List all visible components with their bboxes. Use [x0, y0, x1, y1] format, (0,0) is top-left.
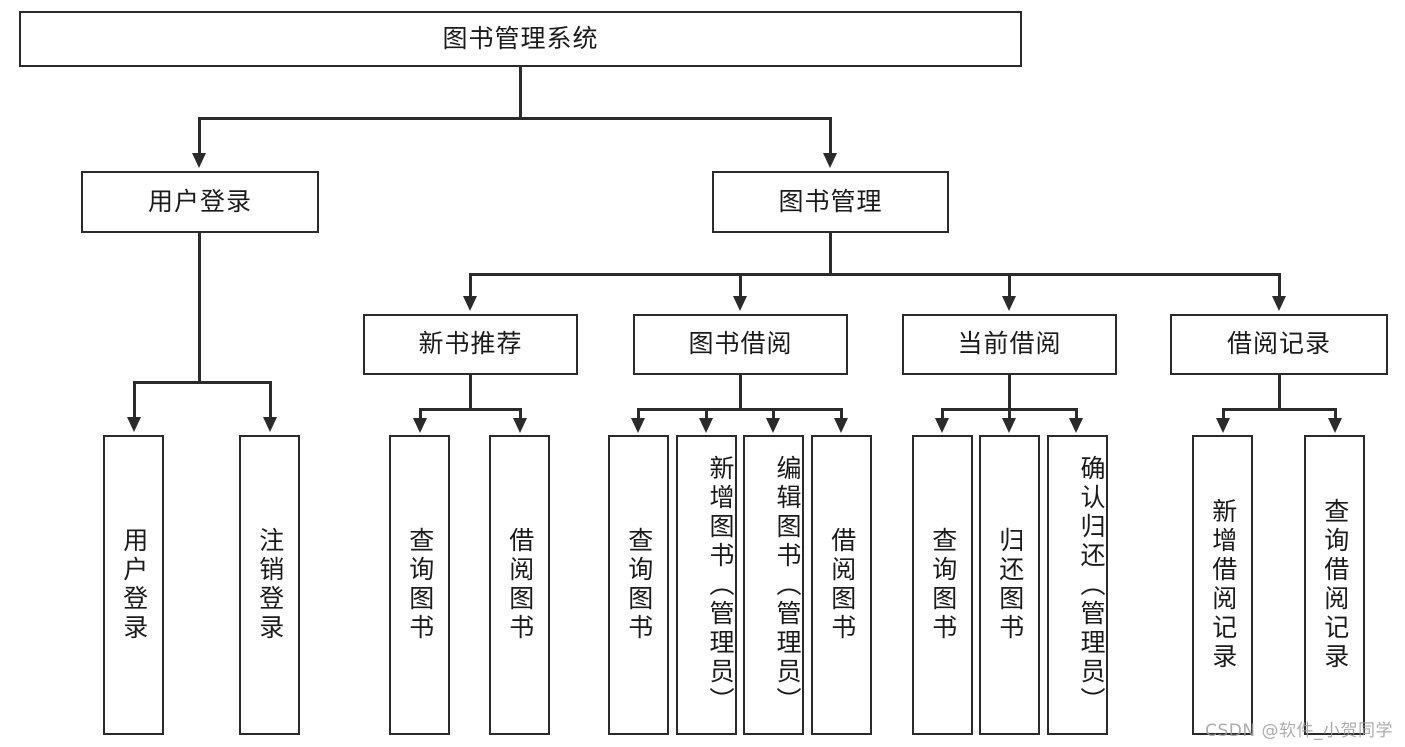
leaf-current-borrow-query[interactable]: 查询图书 [912, 435, 973, 735]
arrow-to-new-book [463, 296, 477, 311]
arrow-new-book-leaf-2 [513, 418, 527, 433]
arrow-book-borrow-leaf-2 [699, 418, 713, 433]
node-label: 编辑图书（管理员） [773, 454, 802, 716]
arrow-current-borrow-leaf-2 [1002, 418, 1016, 433]
node-label: 用户登录 [147, 186, 252, 216]
edge-book-borrow-bus [637, 408, 842, 411]
node-label: 归还图书 [995, 527, 1025, 643]
edge-book-manage-bus [469, 273, 1281, 276]
leaf-book-borrow-lend[interactable]: 借阅图书 [811, 435, 872, 735]
node-label: 注销登录 [255, 527, 285, 643]
leaf-book-borrow-edit[interactable]: 编辑图书（管理员） [743, 435, 804, 735]
leaf-book-borrow-query[interactable]: 查询图书 [608, 435, 669, 735]
node-borrow-record[interactable]: 借阅记录 [1170, 314, 1388, 375]
node-label: 借阅图书 [827, 527, 857, 643]
edge-root-bus [198, 117, 832, 120]
node-book-borrow[interactable]: 图书借阅 [633, 314, 848, 375]
watermark-text: CSDN @软件_小贺同学 [1205, 721, 1393, 741]
edge-book-borrow-drop-4 [840, 408, 843, 420]
edge-root-stem [519, 67, 522, 119]
edge-borrow-record-drop-1 [1222, 408, 1225, 420]
arrow-current-borrow-leaf-3 [1069, 418, 1083, 433]
node-label: 查询借阅记录 [1320, 498, 1350, 672]
node-current-borrow[interactable]: 当前借阅 [902, 314, 1117, 375]
edge-user-login-stem [198, 233, 201, 383]
edge-current-borrow-drop-1 [941, 408, 944, 420]
arrow-to-current-borrow [1002, 296, 1016, 311]
leaf-user-login-signin[interactable]: 用户登录 [103, 435, 164, 735]
arrow-current-borrow-leaf-1 [935, 418, 949, 433]
node-label: 借阅记录 [1226, 329, 1331, 359]
edge-drop-book-borrow [739, 273, 742, 298]
leaf-current-borrow-confirm[interactable]: 确认归还（管理员） [1047, 435, 1108, 735]
edge-borrow-record-stem [1278, 375, 1281, 410]
arrow-new-book-leaf-1 [413, 418, 427, 433]
leaf-user-login-signout[interactable]: 注销登录 [239, 435, 300, 735]
arrow-to-book-manage [823, 153, 837, 168]
arrow-to-borrow-record [1272, 296, 1286, 311]
edge-drop-current-borrow [1008, 273, 1011, 298]
node-user-login[interactable]: 用户登录 [81, 171, 319, 233]
leaf-borrow-record-query[interactable]: 查询借阅记录 [1304, 435, 1365, 735]
node-label: 图书管理系统 [442, 23, 599, 53]
leaf-borrow-record-add[interactable]: 新增借阅记录 [1192, 435, 1253, 735]
node-label: 图书管理 [778, 186, 883, 216]
node-label: 查询图书 [405, 527, 435, 643]
arrow-to-user-login [192, 153, 206, 168]
arrow-to-book-borrow [733, 296, 747, 311]
arrow-book-borrow-leaf-4 [834, 418, 848, 433]
node-book-management[interactable]: 图书管理 [712, 171, 949, 233]
node-label: 查询图书 [928, 527, 958, 643]
leaf-book-borrow-add[interactable]: 新增图书（管理员） [676, 435, 737, 735]
edge-new-book-bus [419, 408, 521, 411]
node-label: 图书借阅 [688, 329, 793, 359]
arrow-user-login-leaf-2 [263, 417, 277, 432]
arrow-user-login-leaf-1 [127, 417, 141, 432]
arrow-borrow-record-leaf-2 [1328, 418, 1342, 433]
leaf-current-borrow-return[interactable]: 归还图书 [979, 435, 1040, 735]
edge-drop-borrow-record [1278, 273, 1281, 298]
node-label: 用户登录 [119, 527, 149, 643]
node-label: 新增借阅记录 [1208, 498, 1238, 672]
edge-current-borrow-drop-2 [1008, 408, 1011, 420]
node-label: 新书推荐 [418, 329, 523, 359]
edge-user-login-drop-1 [133, 381, 136, 419]
leaf-new-book-borrow[interactable]: 借阅图书 [489, 435, 550, 735]
edge-new-book-drop-2 [519, 408, 522, 420]
edge-drop-new-book [469, 273, 472, 298]
edge-user-login-drop-2 [269, 381, 272, 419]
edge-book-borrow-drop-3 [772, 408, 775, 420]
edge-user-login-bus [133, 381, 271, 384]
edge-borrow-record-bus [1222, 408, 1336, 411]
edge-to-user-login [198, 117, 201, 155]
edge-book-borrow-drop-2 [705, 408, 708, 420]
edge-new-book-drop-1 [419, 408, 422, 420]
arrow-borrow-record-leaf-1 [1216, 418, 1230, 433]
arrow-book-borrow-leaf-3 [766, 418, 780, 433]
node-new-book-recommend[interactable]: 新书推荐 [363, 314, 578, 375]
edge-to-book-manage [829, 117, 832, 155]
node-root-system[interactable]: 图书管理系统 [19, 11, 1022, 67]
edge-current-borrow-drop-3 [1075, 408, 1078, 420]
edge-current-borrow-stem [1008, 375, 1011, 410]
edge-borrow-record-drop-2 [1334, 408, 1337, 420]
edge-book-borrow-drop-1 [637, 408, 640, 420]
arrow-book-borrow-leaf-1 [631, 418, 645, 433]
node-label: 借阅图书 [505, 527, 535, 643]
node-label: 确认归还（管理员） [1077, 454, 1106, 716]
node-label: 当前借阅 [957, 329, 1062, 359]
edge-book-manage-stem [829, 233, 832, 275]
node-label: 查询图书 [624, 527, 654, 643]
edge-new-book-stem [469, 375, 472, 410]
edge-book-borrow-stem [739, 375, 742, 410]
leaf-new-book-query[interactable]: 查询图书 [389, 435, 450, 735]
node-label: 新增图书（管理员） [706, 454, 735, 716]
